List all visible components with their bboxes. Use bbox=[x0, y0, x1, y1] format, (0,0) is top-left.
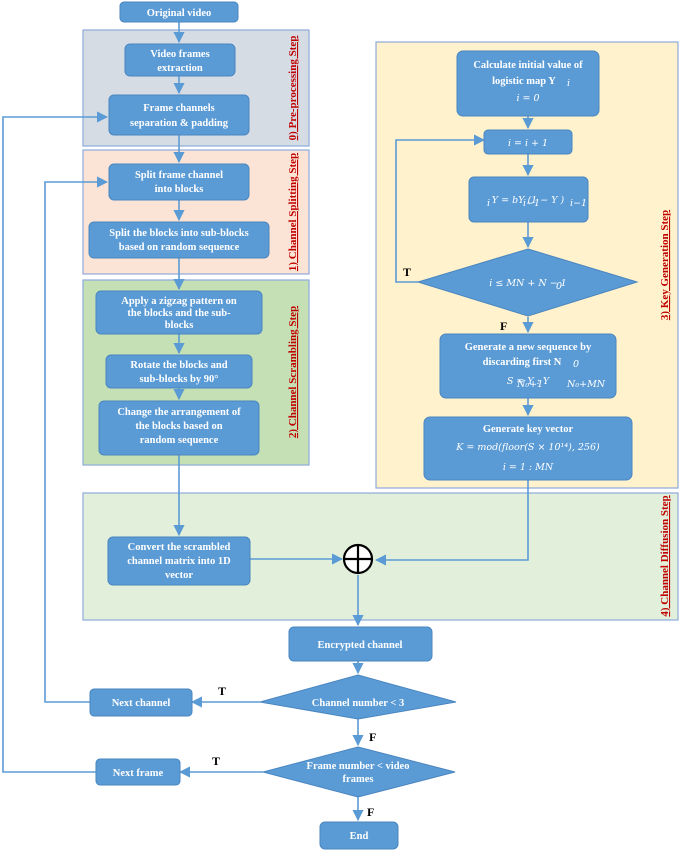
svg-text:separation & padding: separation & padding bbox=[130, 118, 229, 129]
frame-channels-separation-node: Frame channels separation & padding bbox=[108, 94, 250, 136]
zigzag-node: Apply a zigzag pattern on the blocks and… bbox=[95, 290, 263, 335]
split-frame-channel-node: Split frame channel into blocks bbox=[108, 163, 250, 201]
svg-text:Generate a new sequence by: Generate a new sequence by bbox=[465, 342, 592, 353]
split-sub-blocks-node: Split the blocks into sub-blocks based o… bbox=[88, 221, 270, 259]
scrambling-label: 2) Channel Scrambling Step bbox=[287, 306, 299, 438]
arrangement-node: Change the arrangement of the blocks bas… bbox=[98, 400, 260, 456]
svg-text:i−1: i−1 bbox=[570, 198, 587, 209]
svg-text:Frame channels: Frame channels bbox=[143, 103, 214, 114]
svg-text:End: End bbox=[350, 831, 369, 842]
original-video-node: Original video bbox=[119, 1, 239, 23]
svg-text:Original video: Original video bbox=[147, 8, 211, 19]
svg-text:Calculate initial value of: Calculate initial value of bbox=[473, 60, 583, 71]
svg-text:into blocks: into blocks bbox=[155, 184, 204, 195]
end-node: End bbox=[319, 821, 399, 850]
svg-text:Channel number < 3: Channel number < 3 bbox=[312, 698, 404, 709]
svg-text:i: i bbox=[567, 78, 570, 89]
svg-text:S = Y : Y: S = Y : Y bbox=[507, 376, 551, 387]
svg-text:Change the arrangement of: Change the arrangement of bbox=[117, 407, 241, 418]
branch-label-frame-true: T bbox=[212, 754, 220, 768]
svg-text:Split the blocks into sub-bloc: Split the blocks into sub-blocks bbox=[109, 228, 248, 239]
svg-text:Video frames: Video frames bbox=[150, 49, 209, 60]
branch-label-channel-true: T bbox=[218, 684, 226, 698]
diffusion-label: 4) Channel Diffusion Step bbox=[659, 495, 671, 616]
generate-sequence-node: Generate a new sequence by discarding fi… bbox=[439, 333, 617, 399]
svg-text:discarding first N: discarding first N bbox=[483, 357, 562, 368]
svg-text:i = 1 : MN: i = 1 : MN bbox=[503, 462, 554, 473]
svg-text:Next channel: Next channel bbox=[112, 698, 171, 709]
svg-text:N₀+MN: N₀+MN bbox=[566, 379, 606, 390]
increment-node: i = i + 1 bbox=[483, 129, 573, 155]
svg-text:channel matrix into 1D: channel matrix into 1D bbox=[127, 556, 231, 567]
loop-condition-node: i ≤ MN + N − 1 0 bbox=[416, 248, 639, 317]
convert-1d-node: Convert the scrambled channel matrix int… bbox=[107, 536, 251, 586]
connectors bbox=[2, 21, 534, 822]
svg-text:0: 0 bbox=[556, 281, 562, 292]
xor-operator bbox=[342, 543, 374, 575]
svg-text:i = 0: i = 0 bbox=[516, 93, 539, 104]
svg-text:N₀+1: N₀+1 bbox=[516, 379, 543, 390]
svg-text:Y = bY (1 − Y ): Y = bY (1 − Y ) bbox=[492, 195, 565, 206]
keygen-label: 3) Key Generation Step bbox=[659, 210, 671, 320]
svg-text:Apply a zigzag pattern on: Apply a zigzag pattern on bbox=[121, 296, 237, 307]
svg-text:the blocks based on: the blocks based on bbox=[135, 421, 222, 432]
svg-text:sub-blocks by 90°: sub-blocks by 90° bbox=[140, 374, 219, 385]
svg-text:i ≤ MN + N − 1: i ≤ MN + N − 1 bbox=[489, 278, 566, 289]
svg-text:Next frame: Next frame bbox=[113, 768, 164, 779]
svg-text:blocks: blocks bbox=[165, 320, 194, 331]
svg-text:0: 0 bbox=[573, 359, 579, 370]
svg-text:vector: vector bbox=[165, 570, 193, 581]
channel-condition-node: Channel number < 3 bbox=[259, 674, 457, 720]
svg-text:Split frame channel: Split frame channel bbox=[135, 170, 223, 181]
splitting-label: 1) Channel Splitting Step bbox=[287, 153, 299, 271]
svg-text:frames: frames bbox=[343, 774, 374, 785]
preprocessing-label: 0) Pre-processing Step bbox=[287, 36, 299, 141]
svg-text:based on random sequence: based on random sequence bbox=[119, 242, 240, 253]
branch-label-channel-false: F bbox=[369, 730, 376, 744]
next-channel-node: Next channel bbox=[89, 688, 193, 717]
svg-text:i−1: i−1 bbox=[523, 198, 540, 209]
svg-text:K = mod(floor(S × 10¹⁴), 256): K = mod(floor(S × 10¹⁴), 256) bbox=[455, 442, 600, 453]
calc-initial-node: Calculate initial value of logistic map … bbox=[456, 50, 600, 117]
branch-label-loop-false: F bbox=[500, 319, 507, 333]
svg-text:Frame number < video: Frame number < video bbox=[307, 761, 410, 772]
svg-text:extraction: extraction bbox=[157, 63, 203, 74]
svg-text:Encrypted channel: Encrypted channel bbox=[318, 640, 403, 651]
frame-condition-node: Frame number < video frames bbox=[261, 746, 456, 798]
branch-label-frame-false: F bbox=[367, 805, 374, 819]
logistic-equation-node: Y = bY (1 − Y ) i i−1 i−1 bbox=[468, 176, 589, 223]
svg-text:Convert the scrambled: Convert the scrambled bbox=[128, 542, 231, 553]
svg-text:i = i + 1: i = i + 1 bbox=[508, 138, 548, 149]
encrypted-channel-node: Encrypted channel bbox=[288, 626, 433, 662]
generate-key-node: Generate key vector K = mod(floor(S × 10… bbox=[423, 416, 633, 481]
svg-text:logistic map Y: logistic map Y bbox=[492, 76, 556, 87]
branch-label-loop-true: T bbox=[403, 265, 411, 279]
svg-text:Rotate the blocks and: Rotate the blocks and bbox=[130, 360, 227, 371]
rotate-node: Rotate the blocks and sub-blocks by 90° bbox=[105, 354, 253, 389]
svg-text:i: i bbox=[487, 198, 490, 209]
next-frame-node: Next frame bbox=[95, 758, 181, 786]
video-frames-extraction-node: Video frames extraction bbox=[124, 43, 236, 77]
svg-text:the blocks and the sub-: the blocks and the sub- bbox=[127, 308, 231, 319]
svg-text:Generate key vector: Generate key vector bbox=[483, 424, 574, 435]
svg-text:random sequence: random sequence bbox=[140, 435, 219, 446]
